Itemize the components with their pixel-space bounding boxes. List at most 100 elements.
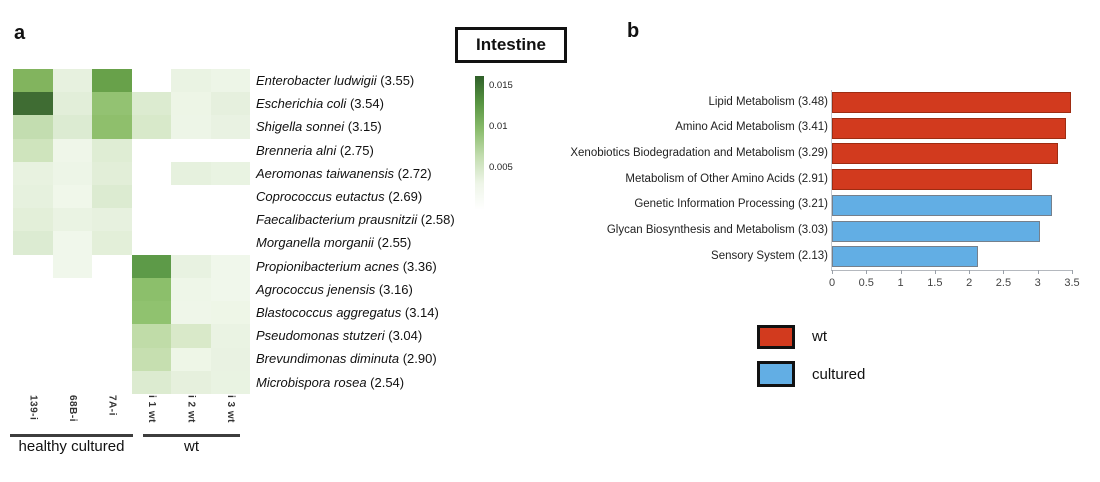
legend-label-wt: wt (812, 328, 827, 345)
heatmap-cell (92, 161, 132, 186)
heatmap-cell (92, 92, 132, 116)
heatmap-cell (92, 208, 132, 232)
heatmap-cell (131, 185, 171, 209)
heatmap-column-label: i 2 wt (185, 395, 197, 424)
heatmap-column-label-cell: i 1 wt (132, 395, 172, 435)
heatmap-cell (13, 208, 53, 232)
bar-category-label: Lipid Metabolism (3.48) (708, 95, 828, 108)
heatmap-title-box: Intestine (455, 27, 567, 63)
heatmap-title: Intestine (476, 35, 546, 54)
x-axis-tick (900, 270, 902, 274)
heatmap-cell (92, 138, 132, 162)
heatmap-cell (171, 185, 211, 209)
heatmap-cell (131, 69, 171, 93)
heatmap-column-label-cell: 139-i (13, 395, 53, 435)
heatmap-cell (131, 231, 171, 255)
bar-cultured (832, 194, 1053, 216)
x-axis-tick-label: 2 (966, 277, 973, 289)
heatmap-row-label: Brevundimonas diminuta (2.90) (256, 347, 455, 370)
bar-category-label: Amino Acid Metabolism (3.41) (675, 121, 828, 134)
heatmap-cell (171, 254, 211, 278)
heatmap-cell (52, 185, 92, 209)
species-score: (3.15) (344, 119, 382, 135)
heatmap-cell (171, 92, 211, 116)
species-name: Blastococcus aggregatus (256, 305, 402, 321)
species-score: (2.75) (336, 142, 374, 158)
heatmap-row-label: Enterobacter ludwigii (3.55) (256, 69, 455, 92)
heatmap-column-label-cell: 68B-i (53, 395, 93, 435)
heatmap-cell (131, 161, 171, 186)
heatmap-cell (13, 138, 53, 162)
species-score: (3.55) (376, 73, 415, 88)
heatmap-cell (52, 370, 92, 394)
heatmap-column-label-cell: i 3 wt (211, 395, 251, 435)
heatmap-row-label: Blastococcus aggregatus (3.14) (256, 301, 455, 324)
species-score: (2.54) (366, 374, 405, 390)
heatmap-cell (131, 254, 171, 278)
legend-swatch-wt (757, 325, 795, 349)
species-score: (3.16) (375, 281, 413, 297)
heatmap-cell (210, 161, 250, 186)
heatmap-cell (52, 138, 92, 162)
heatmap-cell (131, 324, 171, 348)
panel-a-label: a (14, 22, 26, 44)
heatmap-cell (210, 92, 250, 116)
group-underline-healthy-cultured (10, 434, 133, 437)
x-axis-tick (1037, 270, 1039, 274)
heatmap-column-label: i 3 wt (224, 395, 236, 424)
species-name: Escherichia coli (256, 96, 347, 112)
bar-category-label: Metabolism of Other Amino Acids (2.91) (625, 172, 828, 185)
species-name: Coprococcus eutactus (256, 189, 385, 205)
x-axis-tick-label: 1 (897, 277, 904, 289)
species-name: Agrococcus jenensis (256, 281, 376, 297)
x-axis-tick (969, 270, 971, 274)
species-score: (2.90) (399, 351, 437, 367)
heatmap-cell (210, 301, 250, 325)
heatmap-cell (52, 301, 92, 325)
heatmap-cell (131, 138, 171, 162)
colorbar-tick-001: 0.01 (489, 121, 508, 132)
species-score: (2.69) (384, 189, 423, 205)
heatmap-cell (52, 161, 92, 186)
colorbar-tick-0015: 0.015 (489, 80, 513, 91)
heatmap-cell (52, 92, 92, 116)
heatmap-cell (210, 254, 250, 278)
x-axis-tick-label: 3.5 (1064, 277, 1080, 289)
species-score: (3.36) (399, 258, 437, 274)
heatmap-column-label: 68B-i (66, 395, 78, 422)
heatmap-cell (13, 115, 53, 139)
heatmap-cell (52, 277, 92, 302)
bar-cultured (832, 220, 1040, 242)
heatmap-row-label: Agrococcus jenensis (3.16) (256, 278, 455, 301)
bar-category-label: Xenobiotics Biodegradation and Metabolis… (570, 146, 828, 159)
species-score: (2.72) (394, 165, 432, 181)
heatmap-cell (13, 324, 53, 348)
heatmap-cell (13, 69, 53, 93)
bar-chart-x-axis (831, 270, 1073, 271)
colorbar-tick-0005: 0.005 (489, 162, 513, 173)
heatmap-cell (92, 324, 132, 348)
heatmap-cell (210, 231, 250, 255)
heatmap-cell (13, 161, 53, 186)
heatmap-cell (92, 115, 132, 139)
bar-wt (832, 92, 1071, 113)
heatmap-cell (13, 370, 53, 394)
bar-wt (832, 143, 1058, 165)
heatmap-row-label: Pseudomonas stutzeri (3.04) (256, 324, 455, 347)
heatmap-cell (13, 254, 53, 278)
heatmap-cell (52, 231, 92, 255)
x-axis-tick-label: 1.5 (927, 277, 943, 289)
heatmap-column-label: i 1 wt (145, 395, 157, 424)
heatmap-cell (210, 277, 250, 302)
heatmap-cell (52, 69, 92, 93)
legend-label-cultured: cultured (812, 366, 866, 383)
bar-chart-category-axis (831, 90, 832, 270)
species-name: Morganella morganii (256, 235, 374, 251)
legend-swatch-cultured (757, 361, 795, 387)
heatmap-column-label: 139-i (27, 395, 39, 421)
group-label-healthy-cultured: healthy cultured (18, 438, 125, 455)
species-name: Brevundimonas diminuta (256, 351, 400, 367)
species-name: Microbispora rosea (256, 374, 367, 390)
bar-wt (832, 117, 1066, 139)
